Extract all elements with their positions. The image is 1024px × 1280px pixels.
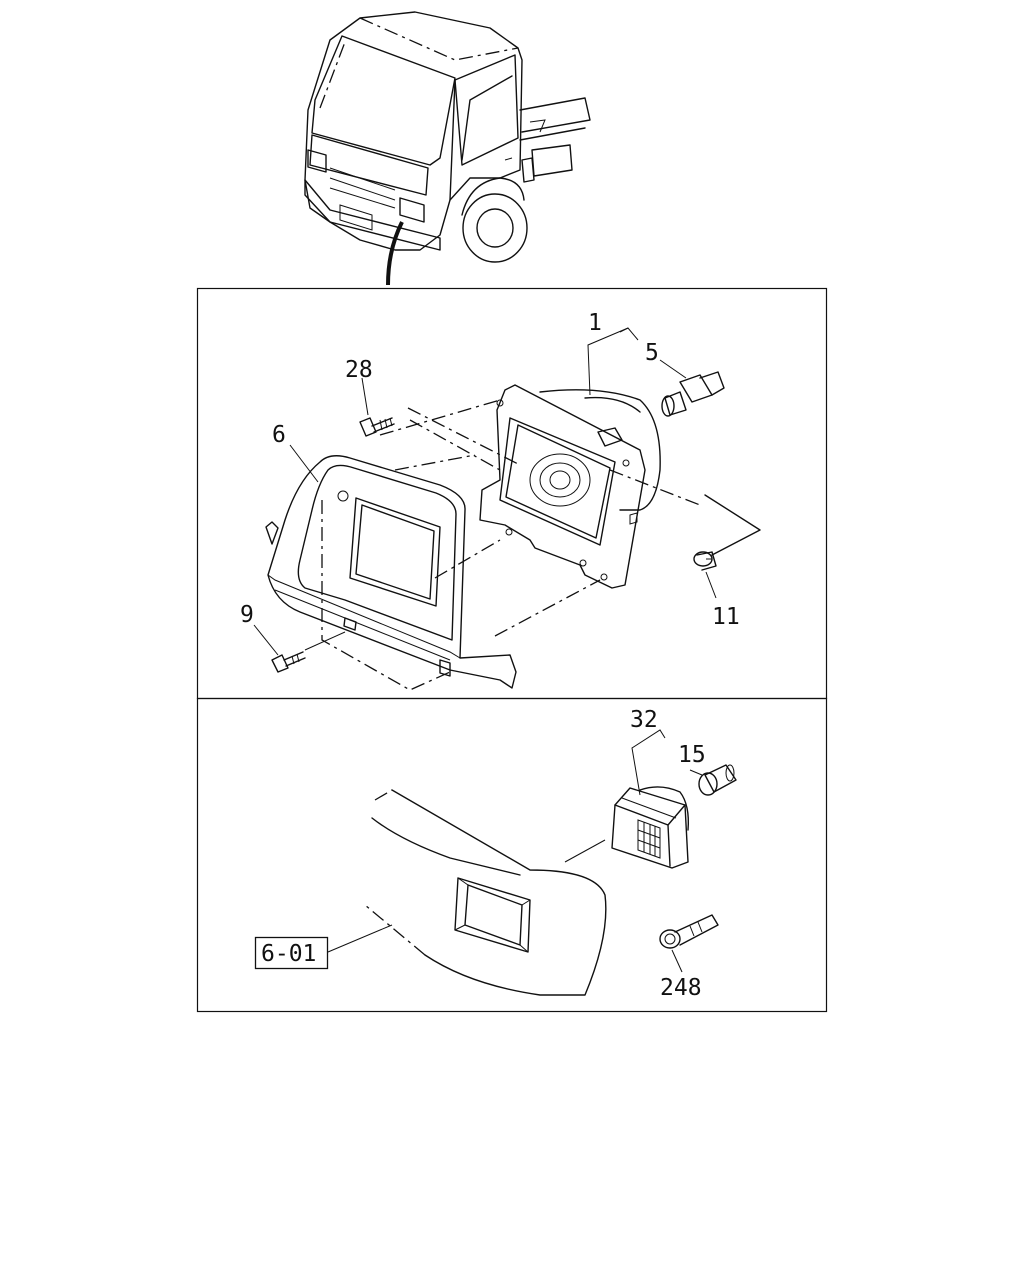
leader-lines-bottom: [327, 729, 703, 973]
callout-15: 15: [678, 742, 706, 768]
side-lamp-icon: [611, 786, 690, 869]
bulb-icon: [698, 764, 737, 796]
bezel-icon: [265, 455, 517, 689]
leader-lines-top: [253, 327, 717, 656]
alignment-lines: [304, 399, 761, 691]
headlamp-panel: [196, 287, 828, 700]
callout-28: 28: [345, 357, 373, 383]
side-lamp-panel: [196, 697, 828, 1013]
clip-icon: [693, 551, 717, 571]
bolt-icon: [271, 651, 306, 673]
reference-box: 6-01: [254, 936, 329, 970]
truck-icon: [304, 11, 591, 286]
bulb-icon: [661, 371, 725, 417]
headlamp-assembly-icon: [479, 384, 661, 589]
bumper-corner: [364, 789, 607, 996]
callout-32: 32: [630, 707, 658, 733]
callout-9: 9: [240, 602, 254, 628]
socket-icon: [659, 914, 719, 949]
bolt-icon: [359, 417, 395, 437]
callout-5: 5: [645, 340, 659, 366]
callout-248: 248: [660, 975, 702, 1001]
reference-label: 6-01: [261, 941, 316, 967]
callout-6: 6: [272, 422, 286, 448]
callout-11: 11: [712, 604, 740, 630]
callout-1: 1: [588, 310, 602, 336]
